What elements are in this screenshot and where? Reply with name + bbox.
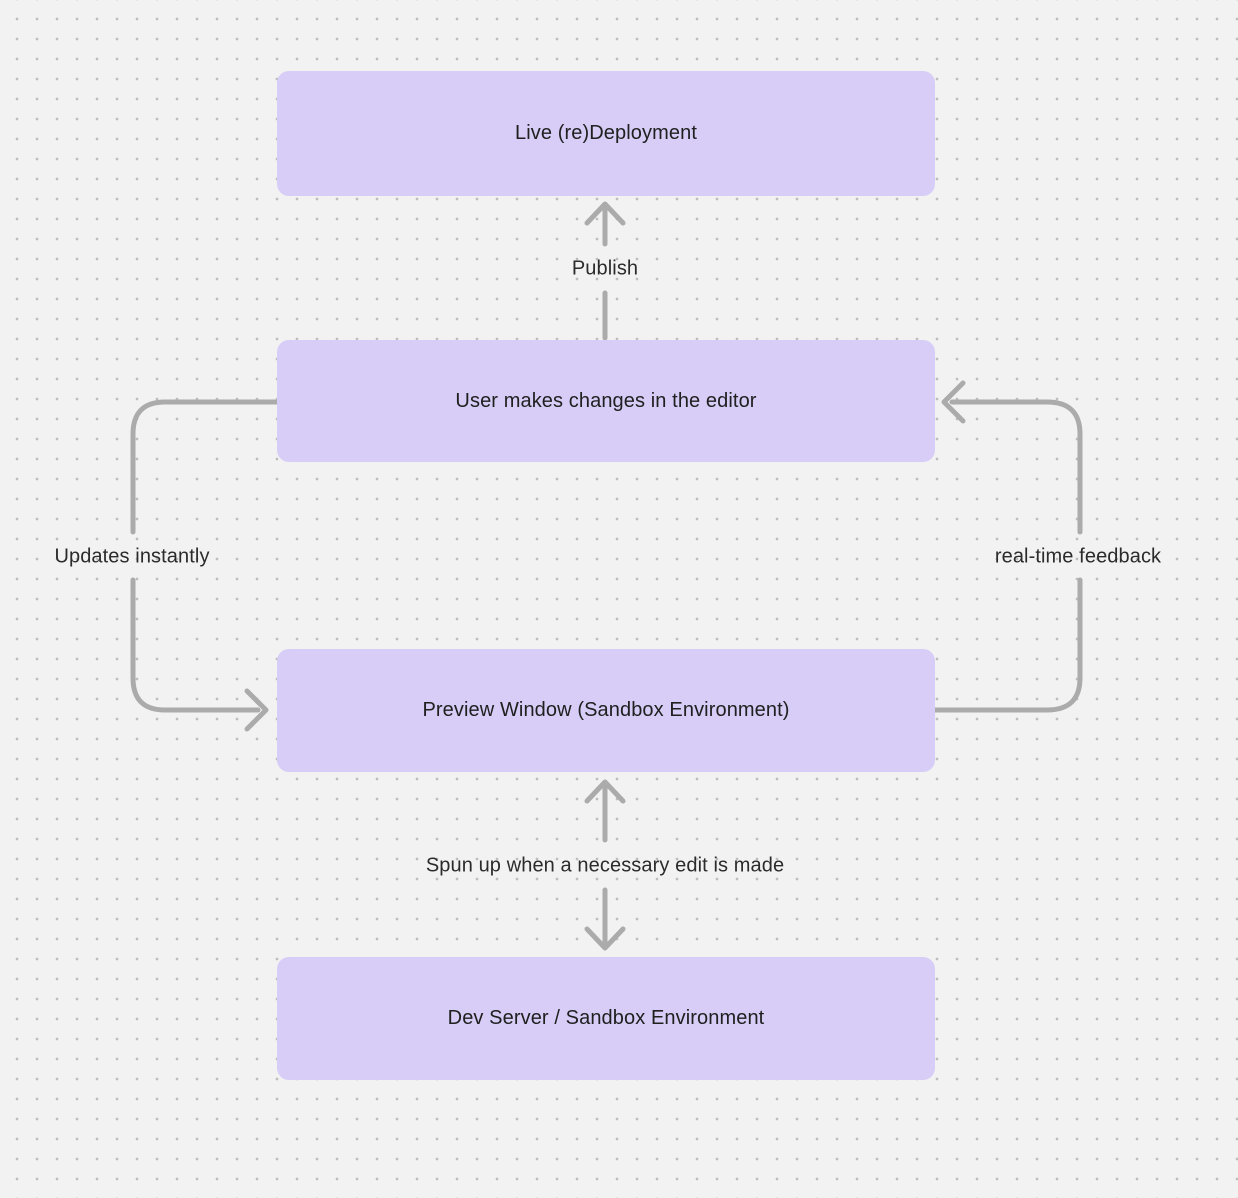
arrow-spun-up-up-icon [584,779,626,843]
edge-label-spun-up: Spun up when a necessary edit is made [425,854,785,877]
edge-label-real-time-feedback: real-time feedback [994,545,1162,568]
node-user-makes-changes-label: User makes changes in the editor [455,389,757,412]
arrow-spun-up-down-icon [584,887,626,951]
node-preview-window-label: Preview Window (Sandbox Environment) [422,699,790,721]
edge-label-publish: Publish [571,257,639,280]
node-user-makes-changes: User makes changes in the editor [277,340,935,462]
node-dev-server: Dev Server / Sandbox Environment [277,957,935,1080]
edge-label-updates-instantly: Updates instantly [54,545,210,568]
node-preview-window: Preview Window (Sandbox Environment) [277,649,935,772]
node-live-deployment: Live (re)Deployment [277,71,935,196]
node-live-deployment-label: Live (re)Deployment [515,122,697,144]
node-dev-server-label: Dev Server / Sandbox Environment [447,1007,765,1029]
